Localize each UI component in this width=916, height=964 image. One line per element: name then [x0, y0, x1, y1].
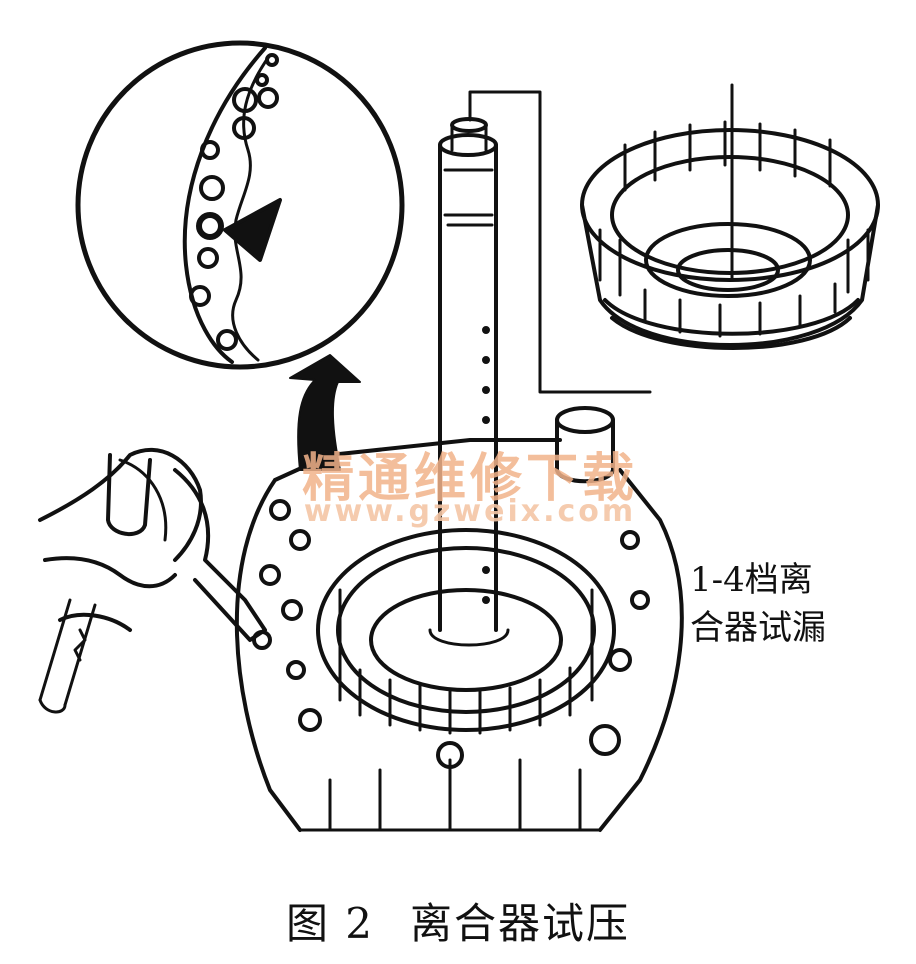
- magnified-detail-circle: [75, 40, 405, 370]
- hand-with-air-gun: [38, 448, 267, 714]
- watermark-chinese-text: 精通维修下载: [301, 448, 638, 509]
- transmission-housing: [234, 406, 684, 832]
- clutch-drum-assembly: [580, 83, 880, 350]
- pointer-arrow-icon: [289, 354, 361, 471]
- clutch-callout-label: 1-4档离 合器试漏: [690, 556, 870, 652]
- caption-title: 离合器试压: [410, 899, 631, 948]
- callout-label-line1: 1-4档离: [690, 560, 813, 600]
- figure-caption: 图 2 离合器试压: [0, 890, 916, 951]
- leak-point-arrow-icon: [223, 198, 282, 262]
- test-shaft: [428, 117, 510, 647]
- watermark-url: www.gzweix.com: [303, 494, 637, 529]
- callout-label-line2: 合器试漏: [690, 608, 826, 648]
- caption-number: 图 2: [285, 899, 375, 948]
